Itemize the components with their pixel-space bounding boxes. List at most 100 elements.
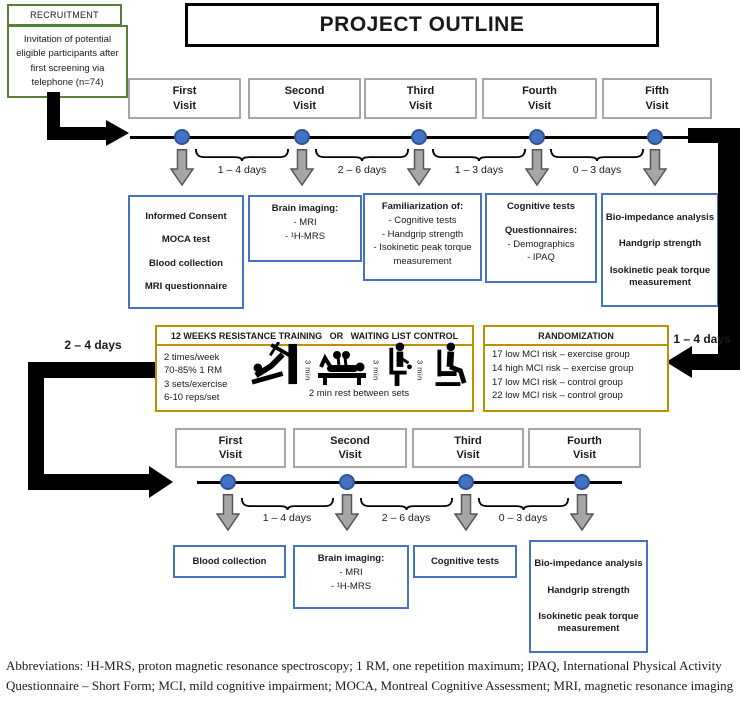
flow-arrowhead-right-icon xyxy=(106,120,129,146)
assessment-title: Cognitive tests xyxy=(506,201,576,212)
assessment-item: Blood collection xyxy=(192,555,267,567)
seated-machine-icon xyxy=(383,342,413,391)
visit-label: Second xyxy=(284,85,325,98)
assessment-item: - MRI xyxy=(339,566,363,578)
interval-brace xyxy=(477,497,570,515)
assessment-item: - Isokinetic peak torque measurement xyxy=(373,242,472,268)
visit-label: First xyxy=(172,85,197,98)
training-parameters: 2 times/week 70-85% 1 RM 3 sets/exercise… xyxy=(164,351,227,405)
assessment-item: MRI questionnaire xyxy=(144,281,228,293)
visit-label: Third xyxy=(406,85,435,98)
assessment-item: Bio-impedance analysis xyxy=(605,211,715,223)
interval-brace xyxy=(240,497,335,515)
flow-arrow-right xyxy=(718,128,740,370)
assessment-box: Cognitive tests xyxy=(413,545,517,578)
interval-label: 1 – 4 days xyxy=(673,332,731,346)
flow-arrow-left xyxy=(28,362,44,490)
randomization-header: RANDOMIZATION xyxy=(485,327,667,346)
assessment-box: Brain imaging: - MRI - ¹H-MRS xyxy=(248,195,362,262)
interval-label: 1 – 3 days xyxy=(454,164,504,176)
flow-arrow-left xyxy=(28,474,150,490)
timeline-marker xyxy=(647,129,663,145)
visit-label: Fifth xyxy=(645,85,669,98)
randomization-box: RANDOMIZATION 17 low MCI risk – exercise… xyxy=(483,325,669,412)
interval-brace xyxy=(431,148,527,166)
down-arrow-icon xyxy=(334,494,360,536)
interval-brace xyxy=(194,148,290,166)
assessment-item: - ¹H-MRS xyxy=(330,580,372,592)
randomization-group: 22 low MCI risk – control group xyxy=(492,390,623,402)
flow-arrow-left xyxy=(28,362,155,378)
assessment-title: Familiarization of: xyxy=(381,201,464,212)
visit-label: Visit xyxy=(338,449,362,461)
timeline-marker xyxy=(458,474,474,490)
assessment-title: Brain imaging: xyxy=(317,553,385,564)
visit-label: Fourth xyxy=(522,85,557,98)
training-parameter: 3 sets/exercise xyxy=(164,378,228,390)
flow-arrow-recruitment xyxy=(47,92,60,132)
visit-label: Visit xyxy=(408,99,433,112)
timeline-marker xyxy=(339,474,355,490)
randomization-group: 17 low MCI risk – control group xyxy=(492,376,623,388)
interval-brace xyxy=(359,497,454,515)
visit-label: Visit xyxy=(172,99,197,112)
assessment-box: Blood collection xyxy=(173,545,286,578)
timeline xyxy=(130,136,688,139)
visit-label: Fourth xyxy=(567,434,602,447)
training-parameter: 6-10 reps/set xyxy=(164,392,220,404)
recruitment-description: Invitation of potential eligible partici… xyxy=(7,25,128,98)
assessment-item: - Cognitive tests xyxy=(388,214,457,226)
visit-label: First xyxy=(218,434,243,447)
randomization-group: 14 high MCI risk – exercise group xyxy=(492,362,634,374)
training-box: 12 WEEKS RESISTANCE TRAINING OR WAITING … xyxy=(155,325,474,412)
flow-arrow-recruitment xyxy=(47,127,107,140)
visit-label: Visit xyxy=(645,99,669,112)
interval-label: 2 – 6 days xyxy=(337,164,387,176)
down-arrow-icon xyxy=(169,149,195,191)
bench-press-icon xyxy=(315,346,369,391)
interval-label: 2 – 4 days xyxy=(64,338,122,352)
leg-press-icon xyxy=(251,341,301,391)
assessment-item: MOCA test xyxy=(161,234,211,246)
leg-extension-machine-icon xyxy=(427,342,467,391)
timeline-marker xyxy=(574,474,590,490)
training-parameter: 2 times/week xyxy=(164,352,220,363)
assessment-title: Brain imaging: xyxy=(271,203,339,214)
timeline-marker xyxy=(294,129,310,145)
visit-label: Visit xyxy=(527,99,552,112)
timeline-marker xyxy=(174,129,190,145)
assessment-box: Cognitive tests Questionnaires: - Demogr… xyxy=(485,193,597,283)
assessment-item: - Handgrip strength xyxy=(381,228,464,240)
interval-label: 1 – 4 days xyxy=(262,512,312,524)
assessment-item: - Demographics xyxy=(507,238,575,250)
down-arrow-icon xyxy=(642,149,668,191)
assessment-subtitle: Questionnaires: xyxy=(504,224,578,236)
assessment-item: - IPAQ xyxy=(527,252,555,264)
interval-brace xyxy=(549,148,645,166)
visit-label: Visit xyxy=(218,449,243,461)
down-arrow-icon xyxy=(524,149,550,191)
visit-label: Third xyxy=(454,434,482,447)
assessment-item: Handgrip strength xyxy=(547,584,630,596)
page-title: PROJECT OUTLINE xyxy=(185,3,659,47)
assessment-item: Isokinetic peak torque measurement xyxy=(609,264,711,288)
down-arrow-icon xyxy=(406,149,432,191)
assessment-item: Informed Consent xyxy=(145,210,227,222)
abbreviations-caption: Abbreviations: ¹H-MRS, proton magnetic r… xyxy=(6,658,734,693)
assessment-item: Cognitive tests xyxy=(430,555,500,567)
assessment-box: Familiarization of: - Cognitive tests - … xyxy=(363,193,482,281)
randomization-group: 17 low MCI risk – exercise group xyxy=(492,349,630,360)
visit-label: Visit xyxy=(572,449,597,461)
training-header: 12 WEEKS RESISTANCE TRAINING OR WAITING … xyxy=(157,327,472,346)
rest-label: 3 min xyxy=(303,359,313,381)
assessment-box: Informed Consent MOCA test Blood collect… xyxy=(128,195,244,309)
assessment-box: Bio-impedance analysis Handgrip strength… xyxy=(601,193,719,307)
down-arrow-icon xyxy=(289,149,315,191)
assessment-box: Bio-impedance analysis Handgrip strength… xyxy=(529,540,648,653)
timeline xyxy=(197,481,622,484)
